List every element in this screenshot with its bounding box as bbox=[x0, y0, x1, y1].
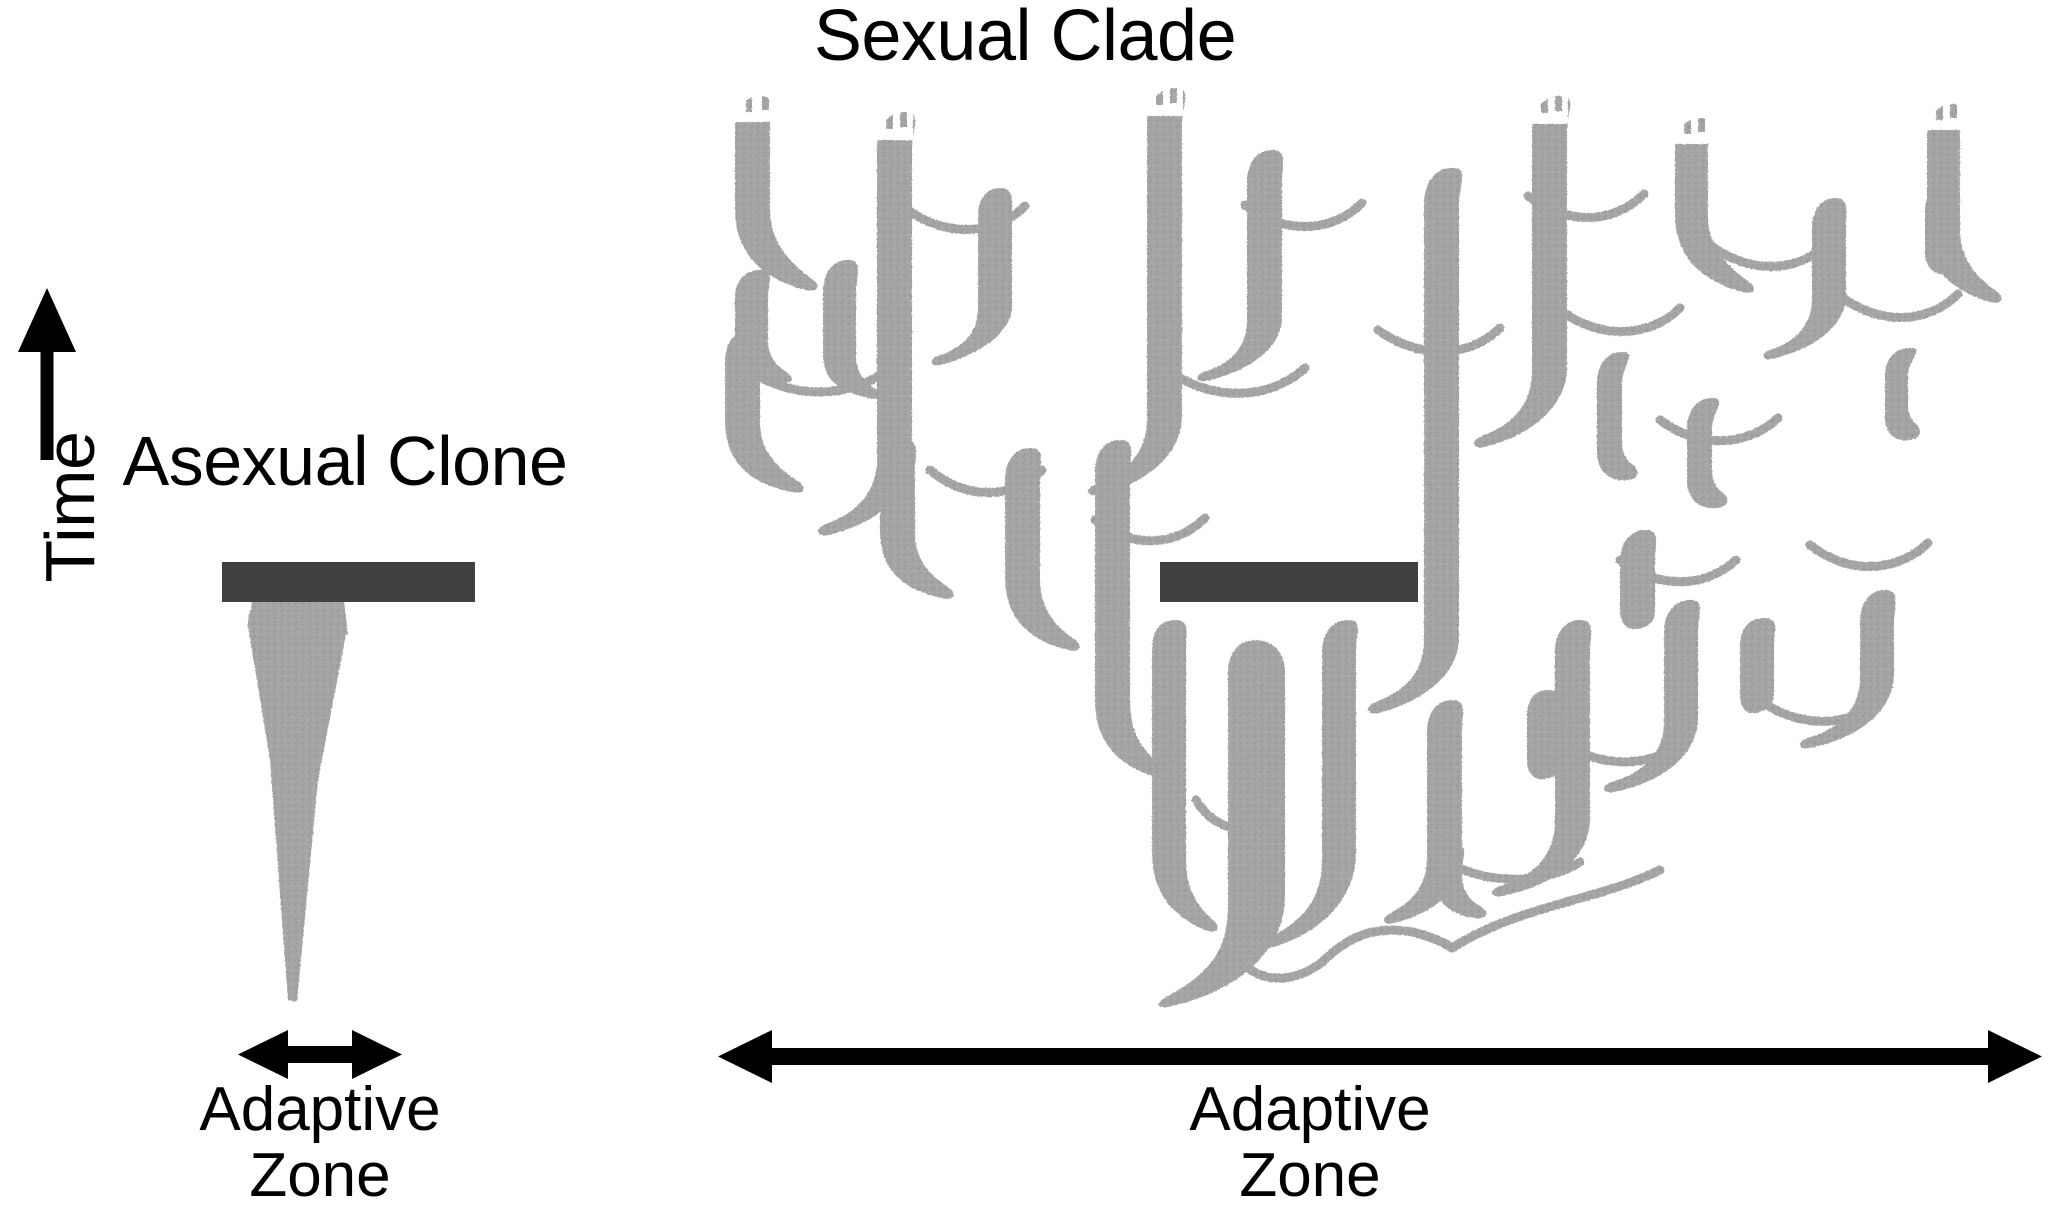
time-axis-arrow bbox=[18, 288, 76, 460]
sexual-adaptive-zone-label: Adaptive Zone bbox=[1189, 1075, 1431, 1206]
asexual-adaptive-zone-label: Adaptive Zone bbox=[199, 1075, 441, 1206]
asexual-adaptive-zone-arrow bbox=[238, 1030, 402, 1079]
asexual-extinction-bar bbox=[222, 562, 475, 602]
asexual-clone-title: Asexual Clone bbox=[122, 422, 568, 500]
time-axis-label: Time bbox=[30, 431, 109, 583]
sexual-clade-title: Sexual Clade bbox=[813, 0, 1237, 76]
sexual-clade-phylogeny bbox=[725, 88, 2002, 1008]
sexual-extinction-bar bbox=[1160, 562, 1418, 602]
asexual-clone-lineage bbox=[248, 600, 348, 1002]
sexual-adaptive-zone-arrow bbox=[718, 1030, 2042, 1083]
